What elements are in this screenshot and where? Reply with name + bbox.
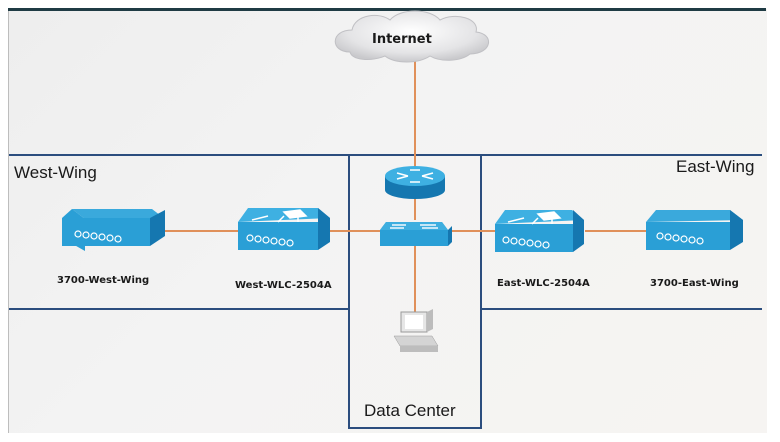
east-wlc-ports [502,236,550,249]
west-wlc-icon[interactable] [238,208,330,250]
east-ap-label: 3700-East-Wing [650,278,739,289]
west-ap-icon[interactable] [62,209,165,251]
east-ap-icon[interactable] [646,210,743,250]
east-wlc-label: East-WLC-2504A [497,278,590,289]
west-wlc-label: West-WLC-2504A [235,280,332,291]
core-switch-icon[interactable] [380,222,452,246]
east-wlc-icon[interactable] [495,210,584,252]
datacenter-zone-label: Data Center [364,401,456,420]
east-ap-ports [656,232,704,245]
west-wing-zone-label: West-Wing [14,163,97,182]
links [165,58,648,315]
top-border [8,8,766,11]
west-ap-label: 3700-West-Wing [57,275,150,286]
west-ap-ports [74,230,122,243]
internet-cloud-icon[interactable] [334,10,489,63]
internet-label: Internet [372,32,432,47]
east-wing-zone-label: East-Wing [676,157,755,176]
zone-borders [9,154,762,429]
workstation-icon[interactable] [393,309,439,352]
router-icon[interactable] [385,166,445,199]
west-wlc-ports [246,234,294,247]
